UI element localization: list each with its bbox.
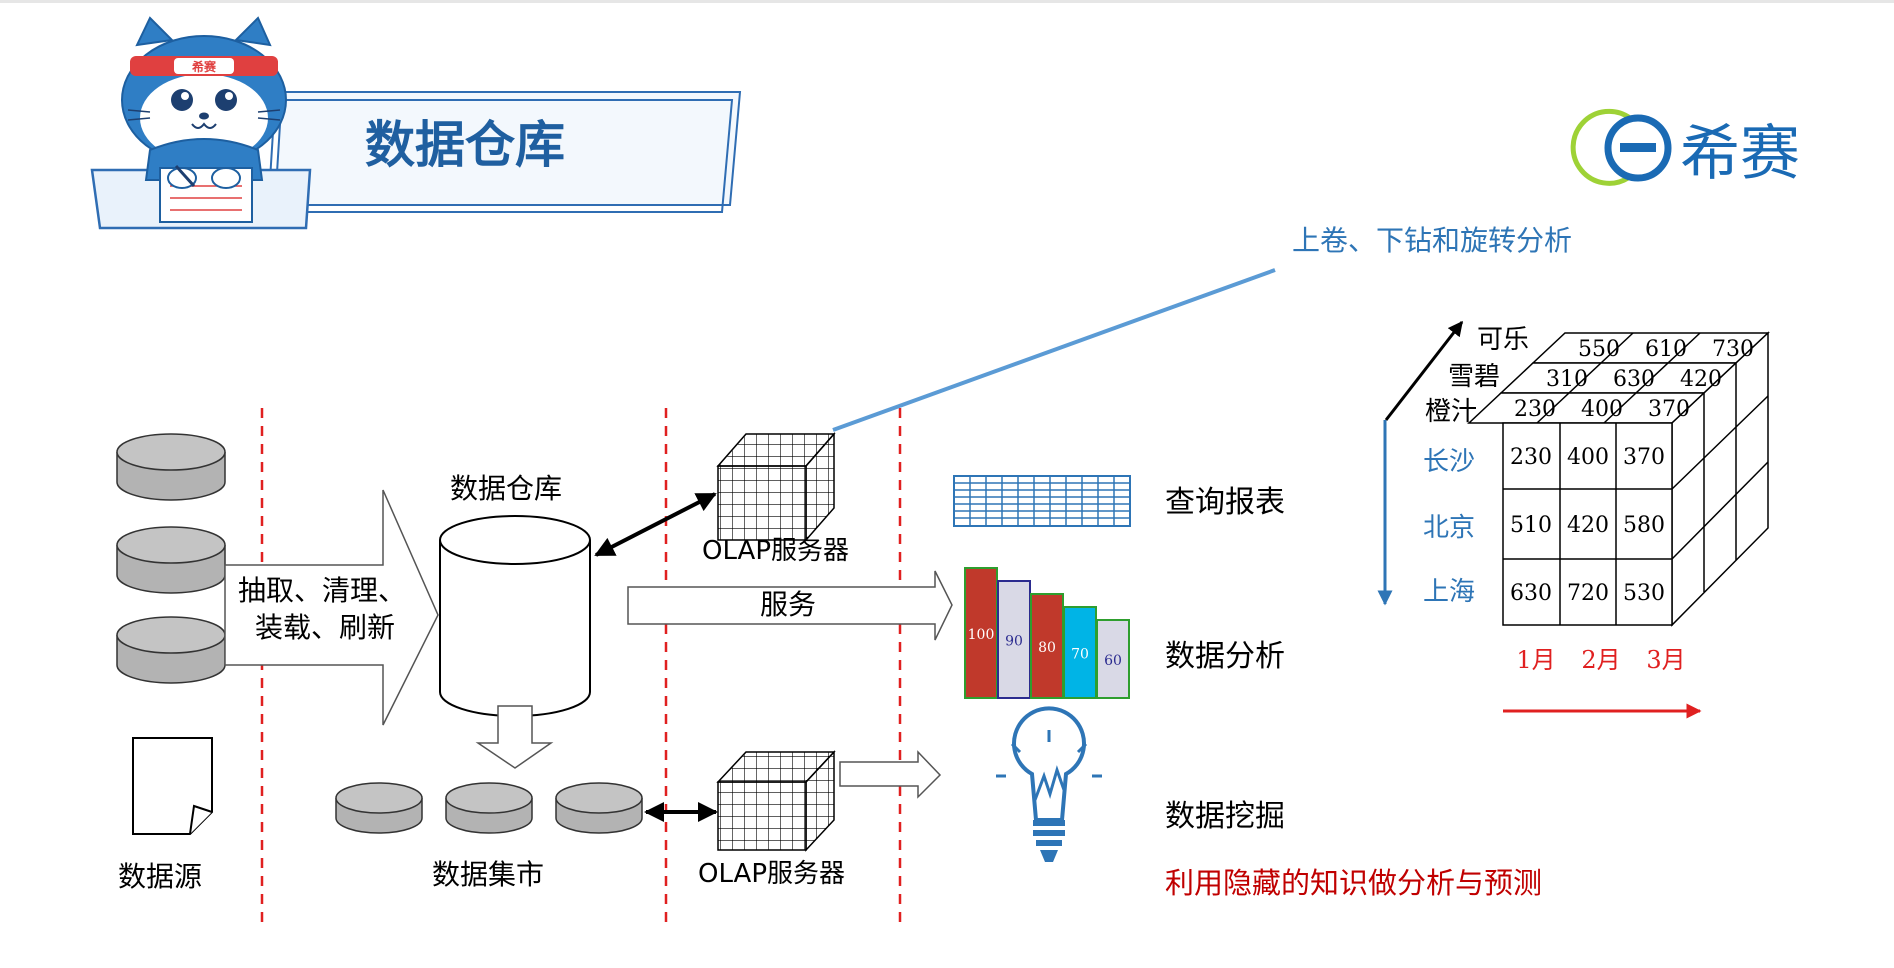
cube-top-value: 400	[1581, 397, 1623, 422]
top-border	[0, 0, 1894, 3]
mining-arrow	[839, 750, 942, 799]
annotation-leader-line	[832, 268, 1276, 432]
analysis-bar-chart-icon: 100 90 80 70 60	[964, 567, 1130, 699]
bar-value-label: 100	[968, 627, 995, 643]
mining-note: 利用隐藏的知识做分析与预测	[1165, 866, 1542, 900]
bar-value-label: 70	[1071, 647, 1089, 663]
mascot-cat-icon: 希赛	[121, 16, 287, 223]
cube-cell-value: 510	[1510, 513, 1552, 538]
cube-top-value: 230	[1514, 397, 1556, 422]
stage-dividers	[260, 408, 902, 925]
cube-cell-value: 720	[1567, 581, 1609, 606]
cube-top-value: 370	[1648, 397, 1690, 422]
data-warehouse-cylinder-icon	[439, 515, 591, 717]
cube-product-label: 橙汁	[1425, 397, 1477, 427]
warehouse-label: 数据仓库	[450, 472, 562, 505]
olap-operations-annotation: 上卷、下钻和旋转分析	[1292, 224, 1572, 257]
logo-text: 希赛	[1680, 119, 1800, 189]
cube-top-value: 730	[1712, 337, 1754, 362]
cube-top-value: 550	[1578, 337, 1620, 362]
service-label: 服务	[760, 588, 816, 621]
bar-value-label: 90	[1005, 634, 1023, 650]
document-icon	[132, 737, 213, 835]
bar-value-label: 80	[1038, 640, 1056, 656]
database-disk-icon	[445, 782, 533, 834]
bar-value-label: 60	[1104, 653, 1122, 669]
cube-month-label: 2月	[1581, 646, 1620, 674]
cube-top-value: 630	[1613, 367, 1655, 392]
product-axis-arrow	[1384, 320, 1464, 421]
bar-chart-bar	[1030, 593, 1064, 699]
down-arrow	[475, 705, 554, 769]
xisai-logo: 希赛	[1570, 108, 1800, 189]
output-label-query-report: 查询报表	[1165, 485, 1285, 520]
cube-top-value: 310	[1546, 367, 1588, 392]
cube-top-value: 420	[1680, 367, 1722, 392]
cube-product-label: 雪碧	[1448, 362, 1500, 392]
cube-month-label: 1月	[1516, 646, 1555, 674]
database-disk-icon	[116, 526, 226, 594]
olap-cube-icon-bottom	[716, 750, 836, 852]
cube-city-label: 长沙	[1423, 447, 1475, 477]
cube-cell-value: 630	[1510, 581, 1552, 606]
cube-city-label: 北京	[1423, 513, 1475, 543]
cube-cell-value: 230	[1510, 445, 1552, 470]
cube-top-value: 610	[1645, 337, 1687, 362]
output-label-data-mining: 数据挖掘	[1165, 799, 1285, 834]
service-arrow	[627, 570, 953, 641]
cube-cell-value: 580	[1623, 513, 1665, 538]
data-source-label: 数据源	[118, 860, 202, 893]
cube-cell-value: 370	[1623, 445, 1665, 470]
data-mart-label: 数据集市	[432, 858, 544, 891]
bar-chart-bar	[1063, 606, 1097, 699]
cube-city-label: 上海	[1423, 577, 1475, 607]
olap-server-label-bottom: OLAP服务器	[698, 859, 845, 889]
cube-product-label: 可乐	[1477, 325, 1529, 355]
cube-cell-value: 420	[1567, 513, 1609, 538]
etl-label-line1: 抽取、清理、	[238, 574, 406, 607]
olap-cube-icon-top	[716, 432, 836, 542]
report-table-icon	[953, 475, 1131, 527]
sales-data-cube	[1467, 331, 1770, 627]
source-databases	[116, 433, 226, 684]
database-disk-icon	[116, 616, 226, 684]
cube-cell-value: 400	[1567, 445, 1609, 470]
database-disk-icon	[116, 433, 226, 501]
mascot-headband	[174, 58, 234, 74]
page-title: 数据仓库	[365, 116, 565, 174]
lightbulb-icon	[996, 706, 1102, 862]
output-label-data-analysis: 数据分析	[1165, 639, 1285, 674]
cube-cell-value: 530	[1623, 581, 1665, 606]
etl-arrow	[224, 489, 439, 726]
logo-e-icon	[1604, 114, 1672, 182]
data-mart-databases	[335, 782, 643, 834]
etl-label-line2: 装载、刷新	[255, 611, 395, 644]
database-disk-icon	[335, 782, 423, 834]
olap-server-label-top: OLAP服务器	[702, 536, 849, 566]
cube-month-label: 3月	[1646, 646, 1685, 674]
bar-chart-bar	[1096, 619, 1130, 699]
mascot-badge-text: 希赛	[191, 59, 217, 74]
database-disk-icon	[555, 782, 643, 834]
warehouse-olap-arrow	[594, 492, 717, 557]
